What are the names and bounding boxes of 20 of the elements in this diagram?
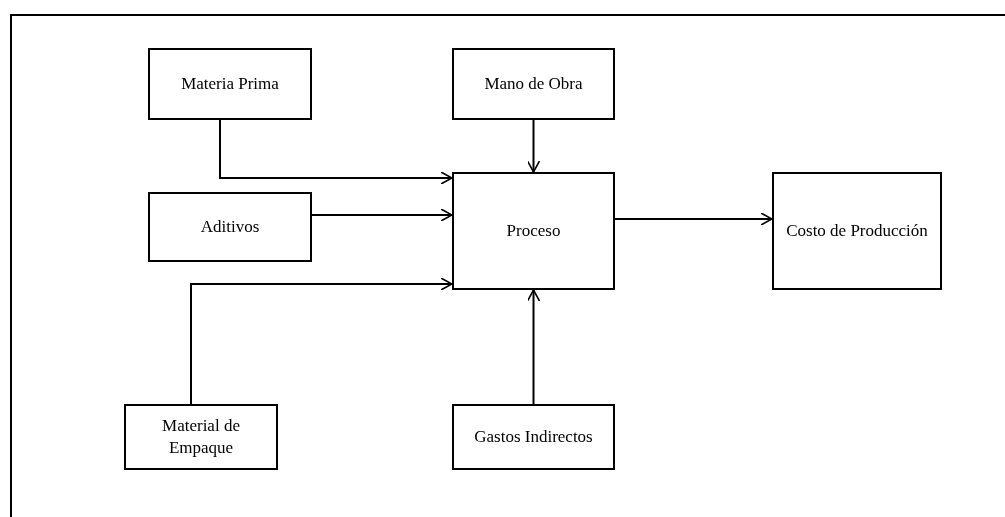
process-box — [148, 48, 312, 120]
process-box — [452, 48, 615, 120]
process-box — [124, 404, 278, 470]
arrow — [614, 212, 773, 226]
arrow — [526, 289, 541, 405]
box-label: Costo de Producción — [786, 220, 928, 242]
arrow — [526, 119, 541, 173]
box-label: Proceso — [506, 220, 561, 242]
box-label: Aditivos — [200, 216, 260, 238]
process-box — [772, 172, 942, 290]
arrow — [219, 119, 453, 185]
box-label: Materia Prima — [181, 73, 279, 95]
process-box — [452, 172, 615, 290]
box-label: Gastos Indirectos — [474, 426, 593, 448]
arrow — [311, 208, 453, 222]
box-label: Material de Empaque — [161, 415, 241, 459]
arrow — [190, 277, 453, 405]
process-box — [148, 192, 312, 262]
box-label: Mano de Obra — [484, 73, 583, 95]
process-box — [452, 404, 615, 470]
